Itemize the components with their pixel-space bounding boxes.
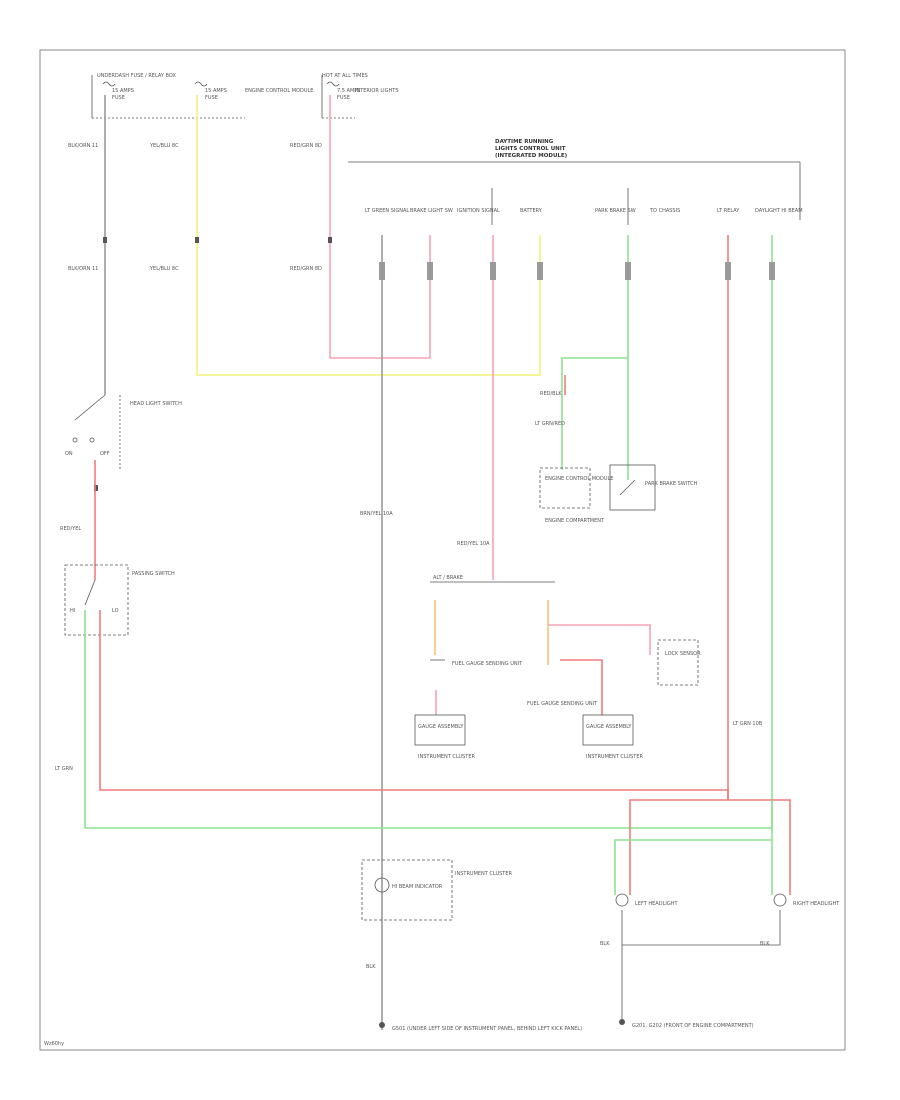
fuse-c-label: 7.5 AMPS (337, 88, 360, 94)
headlight-ground-wire (621, 910, 781, 1020)
wire-label-w2-top: YEL/BLU 8C (149, 143, 179, 149)
pin-label-2: BRAKE LIGHT SW (410, 208, 453, 214)
drl-control-unit: DAYTIME RUNNING LIGHTS CONTROL UNIT (INT… (348, 139, 803, 225)
left-headlight: LEFT HEADLIGHT (615, 893, 678, 907)
footer-code: Wz60hy (44, 1041, 64, 1047)
fuse-a-label: 15 AMPS (112, 88, 134, 94)
gauge-cluster-a: INSTRUMENT CLUSTER (418, 754, 476, 760)
wire-label-w1-mid: BLK/ORN 11 (68, 266, 98, 272)
wire-label-red-dot-a: RED/BLK (540, 391, 562, 397)
left-headlight-label: LEFT HEADLIGHT (635, 901, 678, 907)
ground-a-icon (379, 1022, 385, 1028)
headlight-switch-label: HEAD LIGHT SWITCH (130, 401, 182, 407)
fuse-b-sub: FUSE (205, 95, 218, 101)
fuse-a-icon (102, 81, 116, 87)
ctrl-loc-label: ENGINE COMPARTMENT (545, 518, 605, 524)
gauge-box-a-label: GAUGE ASSEMBLY (418, 724, 464, 730)
blk-label-c: BLK (760, 941, 770, 947)
sw-lo-label: LO (112, 608, 119, 614)
left-headlight-icon (615, 893, 629, 907)
wire-label-pass: LT GRN (55, 766, 73, 772)
gauge-a-label: FUEL GAUGE SENDING UNIT (452, 661, 523, 667)
sw-hi-label: HI (70, 608, 75, 614)
main-relay-label: ALT / BRAKE (433, 575, 463, 581)
wire-headlight-feed-red (629, 790, 791, 895)
pin-label-5b: TO CHASSIS (649, 208, 680, 214)
passing-switch-label: PASSING SWITCH (132, 571, 175, 577)
engine-ctrl-label: ENGINE CONTROL MODULE (545, 476, 613, 482)
drl-title-c: (INTEGRATED MODULE) (495, 153, 568, 159)
instrument-cluster-label: INSTRUMENT CLUSTER (455, 871, 513, 877)
right-headlight: RIGHT HEADLIGHT (773, 893, 840, 907)
wire-label-green-right: LT GRN 10B (733, 721, 763, 727)
blk-label-a: BLK (366, 964, 376, 970)
wire-label-headlight: RED/YEL (60, 526, 81, 532)
gauge-box-b-label: GAUGE ASSEMBLY (586, 724, 632, 730)
fuse-c-desc: INTERIOR LIGHTS (355, 88, 399, 94)
wire-label-center-red: RED/YEL 10A (457, 541, 490, 547)
wire-red-grn (329, 95, 431, 359)
headlight-switch: HEAD LIGHT SWITCH ON OFF (65, 394, 182, 470)
pin-label-7: DAYLIGHT HI BEAM (755, 208, 803, 214)
pin-connectors (379, 262, 775, 280)
fuel-gauge-a: FUEL GAUGE SENDING UNIT (430, 659, 523, 667)
connector-dots (94, 237, 332, 491)
wire-pass-green (84, 610, 772, 829)
wire-label-w3-top: RED/GRN 8D (290, 143, 322, 149)
gauge-cluster-b: INSTRUMENT CLUSTER (586, 754, 644, 760)
fuse-box-left: UNDERDASH FUSE / RELAY BOX 15 AMPS FUSE … (91, 73, 399, 119)
pin-label-3: IGNITION SIGNAL (457, 208, 500, 214)
sw-on-label: ON (65, 451, 73, 457)
passing-switch: PASSING SWITCH HI LO (64, 564, 175, 636)
wire-yel-blu (196, 95, 541, 376)
fuse-b-label: 15 AMPS (205, 88, 227, 94)
bulb-icon (374, 877, 390, 893)
wire-label-red-dot-b: LT GRN/RED (535, 421, 565, 427)
fuse-c-sub: FUSE (337, 95, 350, 101)
gauge-box-a: GAUGE ASSEMBLY INSTRUMENT CLUSTER (414, 714, 476, 760)
drl-title-b: LIGHTS CONTROL UNIT (495, 146, 566, 152)
wire-label-w2-mid: YEL/BLU 8C (149, 266, 179, 272)
diagram-frame (39, 49, 846, 1051)
hi-beam-label: HI BEAM INDICATOR (392, 884, 443, 890)
blk-label-b: BLK (600, 941, 610, 947)
pin-label-1: LT GREEN SIGNAL (365, 208, 409, 214)
wire-pink-lock (548, 624, 651, 655)
sw-off-label: OFF (100, 451, 110, 457)
wire-label-w1-top: BLK/ORN 11 (68, 143, 98, 149)
wire-label-center-black: BRN/YEL 10A (360, 511, 393, 517)
ground-b-icon (619, 1019, 625, 1025)
fuse-b-desc: ENGINE CONTROL MODULE (245, 88, 313, 94)
fuse-a-sub: FUSE (112, 95, 125, 101)
wire-headlight-feed-green (614, 800, 773, 895)
pin-label-6: LT RELAY (717, 208, 740, 214)
engine-control-module: ENGINE CONTROL MODULE ENGINE COMPARTMENT (539, 467, 613, 524)
fuse-b-icon (194, 81, 208, 87)
lock-sensor: LOCK SENSOR (657, 639, 701, 686)
park-brake-switch: PARK BRAKE SWITCH (609, 464, 697, 511)
ground-b-label: G201, G202 (FRONT OF ENGINE COMPARTMENT) (632, 1023, 754, 1029)
fuse-box-title: UNDERDASH FUSE / RELAY BOX (97, 73, 176, 79)
wire-pass-red (99, 610, 728, 791)
wire-label-w3-mid: RED/GRN 8D (290, 266, 322, 272)
right-headlight-label: RIGHT HEADLIGHT (793, 901, 840, 907)
wire-ctrl-green (561, 357, 628, 470)
pin-label-5: PARK BRAKE SW (595, 208, 636, 214)
right-headlight-icon (773, 893, 787, 907)
wire-red-gauge (560, 659, 603, 715)
hi-beam-indicator: HI BEAM INDICATOR INSTRUMENT CLUSTER (361, 859, 513, 921)
ground-a-label: G501 (UNDER LEFT SIDE OF INSTRUMENT PANE… (392, 1026, 582, 1032)
drl-title-a: DAYTIME RUNNING (495, 139, 554, 145)
gauge-b-label: FUEL GAUGE SENDING UNIT (527, 701, 598, 707)
fuse-c-icon (326, 81, 340, 87)
fuel-gauge-b: FUEL GAUGE SENDING UNIT (527, 701, 598, 707)
park-switch-label: PARK BRAKE SWITCH (645, 481, 697, 487)
alt-brake-relay: ALT / BRAKE (430, 575, 555, 583)
fuse-c-head: HOT AT ALL TIMES (322, 73, 368, 79)
lock-sensor-label: LOCK SENSOR (665, 651, 701, 657)
pin-label-4: BATTERY (520, 208, 543, 214)
gauge-box-b: GAUGE ASSEMBLY INSTRUMENT CLUSTER (582, 714, 644, 760)
